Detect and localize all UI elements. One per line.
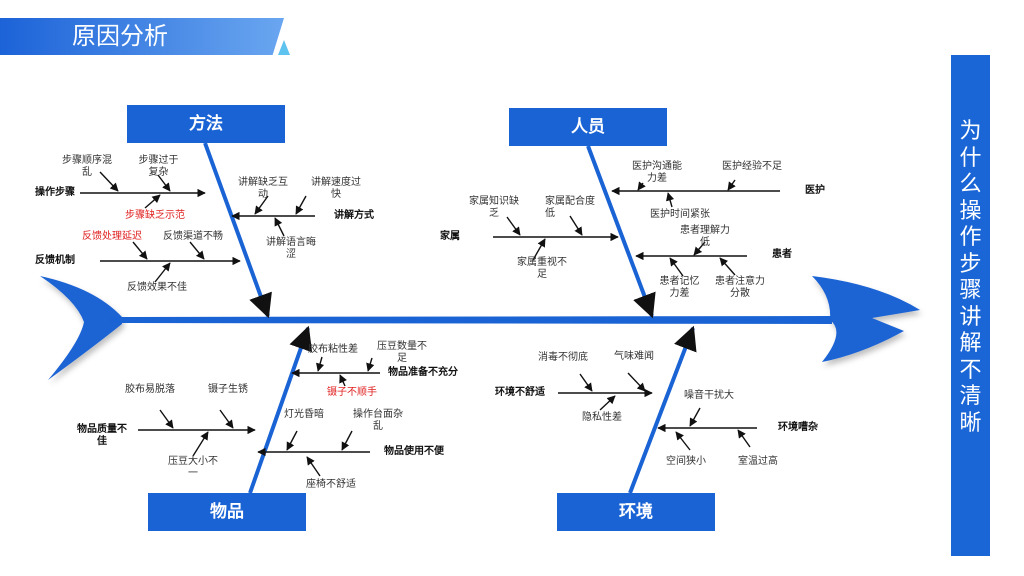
cause-label: 胶布易脱落 [125,384,175,395]
header-decoration [278,40,290,55]
cause-label: 消毒不彻底 [538,352,588,363]
cause-label: 医护时间紧张 [650,209,710,220]
bone-env [628,325,697,494]
cause-label: 医护经验不足 [722,161,782,172]
cause-label: 步骤过于复杂 [138,155,179,178]
problem-statement: 为什么操作步骤讲解不清晰 [959,119,982,436]
problem-panel: 为什么操作步骤讲解不清晰 [951,55,990,556]
cause-label: 讲解语言晦涩 [266,237,316,260]
branch-label: 反馈机制 [35,255,75,266]
cause-label: 胶布粘性差 [308,344,358,355]
header-band [0,18,284,55]
fish-head [812,276,920,362]
spine [110,316,832,324]
cause-label: 压豆数量不足 [377,341,427,364]
category-env: 环境 [557,493,715,531]
cause-label: 隐私性差 [582,412,622,423]
cause-label: 座椅不舒适 [306,479,356,490]
cause-label: 反馈渠道不畅 [163,231,223,242]
cause-label: 镊子不顺手 [327,387,377,398]
cause-label: 镊子生锈 [208,384,248,395]
cause-label: 医护沟通能力差 [632,161,682,184]
cause-label: 压豆大小不一 [168,456,218,479]
category-items: 物品 [148,493,306,531]
cause-label: 讲解缺乏互动 [238,177,288,200]
branch-label: 医护 [805,185,825,196]
category-people: 人员 [509,108,667,146]
bone-method [203,142,272,319]
cause-label: 灯光昏暗 [284,409,324,420]
cause-label: 步骤顺序混乱 [62,155,112,178]
bone-people [586,145,656,319]
cause-label: 家属配合度低 [545,196,595,219]
branch-label: 操作步骤 [35,187,75,198]
cause-label: 空间狭小 [666,456,706,467]
page-title: 原因分析 [72,22,168,50]
branch-label: 物品质量不佳 [77,424,127,447]
branch-label: 家属 [440,231,460,242]
cause-label: 操作台面杂乱 [353,409,403,432]
branch-label: 物品准备不充分 [388,367,458,378]
cause-label: 室温过高 [738,456,778,467]
cause-label: 患者理解力低 [680,225,730,248]
branch-label: 环境嘈杂 [778,422,818,433]
cause-label: 家属重视不足 [517,257,567,280]
branch-label: 患者 [772,249,792,260]
branch-lines [80,171,780,477]
category-method: 方法 [127,105,285,143]
cause-label: 反馈效果不佳 [127,282,187,293]
cause-label: 患者注意力分散 [715,276,765,299]
cause-label: 家属知识缺乏 [469,196,519,219]
bone-items [248,325,313,494]
cause-label: 患者记忆力差 [659,276,700,299]
cause-label: 反馈处理延迟 [82,231,142,242]
cause-label: 步骤缺乏示范 [125,210,185,221]
cause-label: 讲解速度过快 [311,177,361,200]
cause-label: 噪音干扰大 [684,390,734,401]
cause-label: 气味难闻 [614,351,654,362]
fish-tail [40,276,122,380]
branch-label: 物品使用不便 [384,446,444,457]
branch-label: 讲解方式 [334,210,374,221]
branch-label: 环境不舒适 [495,387,545,398]
